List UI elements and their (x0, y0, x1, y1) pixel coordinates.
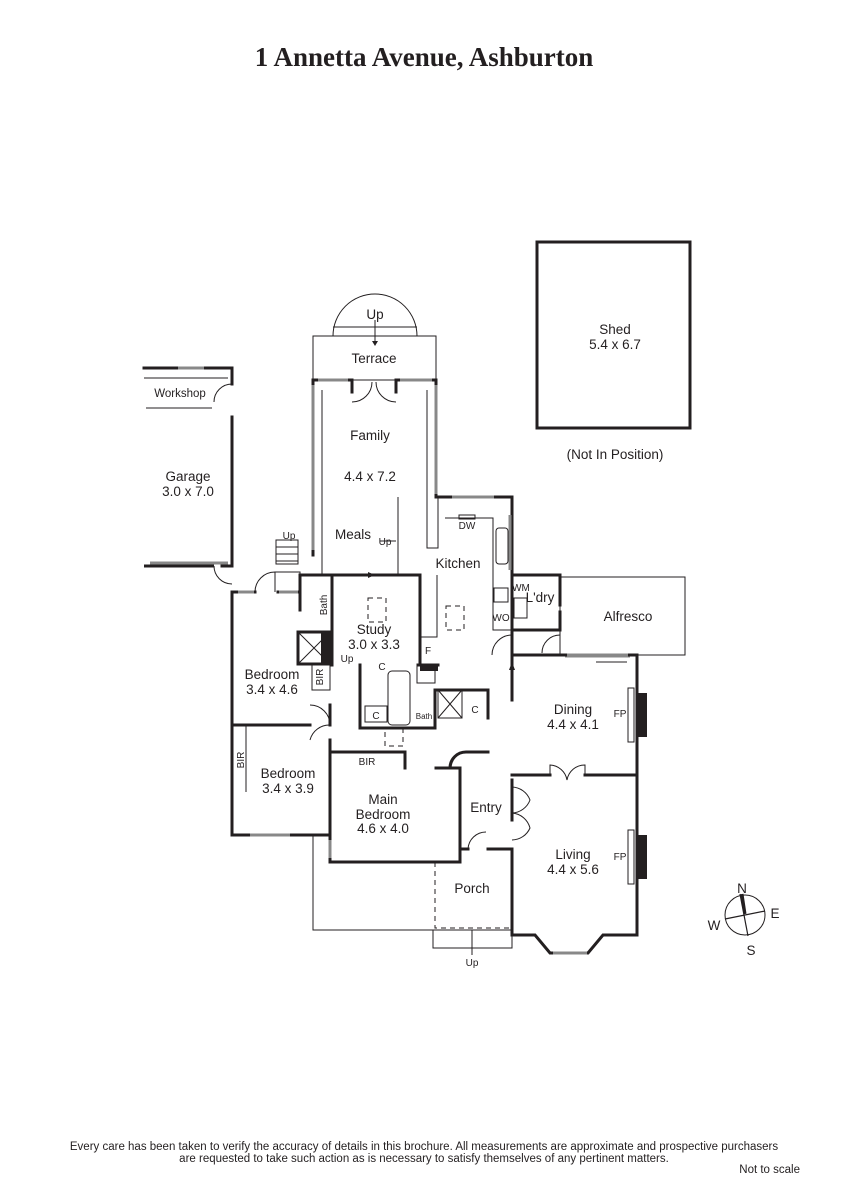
meals-label: Meals (335, 527, 371, 542)
study-up-label: Up (341, 654, 354, 665)
bir-label-1: BIR (315, 669, 326, 686)
bedroom-walls (230, 539, 490, 864)
bir-label-2: BIR (236, 752, 247, 769)
terrace (312, 293, 437, 381)
front-walls (312, 653, 647, 955)
fireplace-label-2: FP (614, 852, 627, 863)
shed-note: (Not In Position) (567, 447, 664, 462)
kitchen-walls (397, 495, 530, 638)
garage-size: 3.0 x 7.0 (162, 484, 214, 499)
living-label: Living (555, 847, 590, 862)
cupboard-label-3: C (378, 662, 385, 673)
meals-up-label: Up (379, 537, 392, 548)
compass-e: E (770, 906, 779, 921)
compass-n: N (737, 881, 747, 896)
fireplace-label-1: FP (614, 709, 627, 720)
shed-size: 5.4 x 6.7 (589, 337, 641, 352)
bedroom2-size: 3.4 x 3.9 (262, 781, 314, 796)
garage-walls (142, 366, 234, 585)
main-bedroom-label: Main (368, 792, 397, 807)
fridge-label: F (425, 646, 431, 657)
terrace-up-label: Up (366, 307, 383, 322)
cupboard-label-1: C (372, 711, 379, 722)
dining-size: 4.4 x 4.1 (547, 717, 599, 732)
disclaimer: Every care has been taken to verify the … (0, 1141, 848, 1165)
wo-label: WO (492, 613, 509, 624)
living-size: 4.4 x 5.6 (547, 862, 599, 877)
shed-outline (535, 240, 692, 430)
compass: N E S W (708, 881, 780, 958)
dw-label: DW (459, 521, 476, 532)
family-walls (311, 378, 439, 575)
dining-label: Dining (554, 702, 592, 717)
study-label: Study (357, 622, 392, 637)
porch-label: Porch (454, 881, 489, 896)
family-label: Family (350, 428, 390, 443)
main-bedroom-label-2: Bedroom (356, 807, 411, 822)
compass-s: S (746, 943, 755, 958)
entry-label: Entry (470, 800, 502, 815)
disclaimer-line-2: are requested to take such action as is … (179, 1153, 669, 1165)
bedroom2-label: Bedroom (261, 766, 316, 781)
main-bedroom-size: 4.6 x 4.0 (357, 821, 409, 836)
porch-up-label: Up (466, 958, 479, 969)
alfresco-label: Alfresco (604, 609, 653, 624)
disclaimer-line-1: Every care has been taken to verify the … (69, 1141, 779, 1153)
terrace-label: Terrace (351, 351, 396, 366)
workshop-label: Workshop (154, 388, 206, 400)
garage-label: Garage (165, 469, 210, 484)
laundry-label: L'dry (526, 590, 555, 605)
compass-w: W (708, 918, 721, 933)
scale-note: Not to scale (739, 1164, 800, 1176)
bath-label-2: Bath (416, 712, 432, 721)
kitchen-label: Kitchen (435, 556, 480, 571)
bir-label-3: BIR (359, 757, 376, 768)
study-size: 3.0 x 3.3 (348, 637, 400, 652)
bedroom1-size: 3.4 x 4.6 (246, 682, 298, 697)
bath-label-1: Bath (319, 595, 330, 616)
page-title: 1 Annetta Avenue, Ashburton (254, 42, 594, 72)
shed-label: Shed (599, 322, 631, 337)
garage-up-label: Up (283, 531, 296, 542)
cupboard-label-2: C (471, 705, 478, 716)
bedroom1-label: Bedroom (245, 667, 300, 682)
family-size: 4.4 x 7.2 (344, 469, 396, 484)
wm-label: WM (512, 583, 530, 594)
